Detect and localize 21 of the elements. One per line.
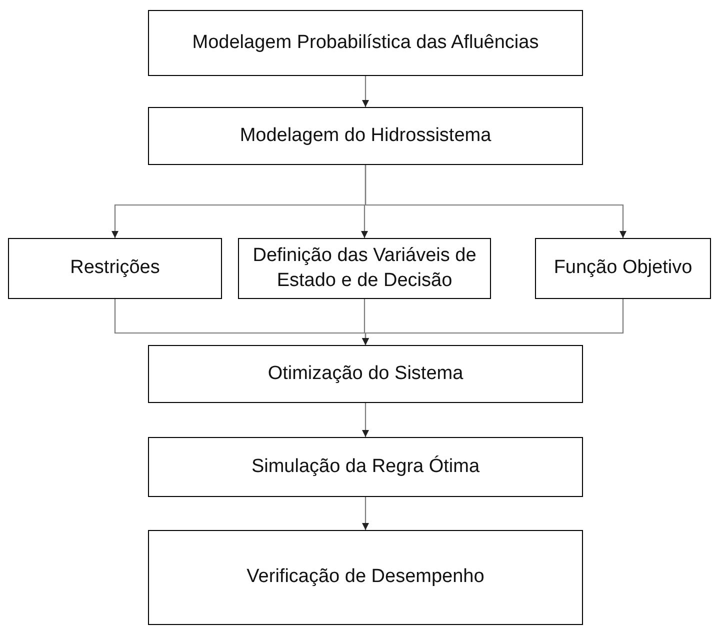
box-label: Definição das Variáveis de Estado e de Decisão (252, 244, 478, 292)
box-label: Verificação de Desempenho (246, 565, 484, 590)
arrow (362, 403, 369, 437)
process-box (8, 238, 222, 299)
box-label: Otimização do Sistema (268, 362, 464, 386)
process-box (238, 238, 491, 299)
arrow (362, 299, 624, 345)
box-label: Função Objetivo (554, 256, 692, 280)
box-label: Modelagem do Hidrossistema (240, 124, 492, 148)
process-box (535, 238, 711, 299)
box-label: Restrições (70, 256, 160, 280)
process-box (148, 345, 583, 403)
arrow (362, 76, 369, 107)
process-box (148, 437, 583, 497)
process-box (148, 107, 583, 165)
box-label: Modelagem Probabilística das Afluências (192, 30, 539, 55)
box-label: Simulação da Regra Ótima (251, 454, 480, 479)
arrow (364, 165, 626, 238)
process-box (148, 530, 583, 625)
arrow (362, 497, 369, 530)
process-box (148, 10, 583, 76)
